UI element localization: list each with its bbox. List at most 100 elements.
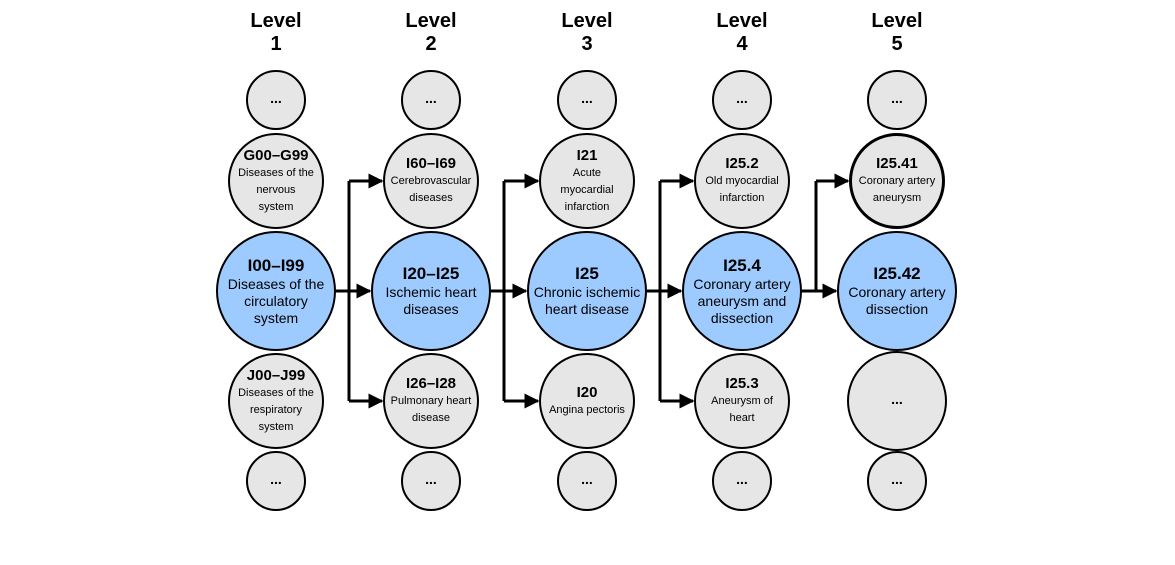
ellipsis-node: ...: [847, 351, 947, 451]
node-description: Aneurysm of heart: [707, 393, 777, 427]
node-description-line: myocardial: [560, 183, 614, 196]
node-description-line: infarction: [719, 192, 765, 204]
level-header-word: Level: [871, 10, 923, 32]
node-description: Cerebrovascular diseases: [387, 173, 476, 207]
node-code: I20–I25: [402, 264, 460, 283]
ellipsis-node: ...: [867, 70, 927, 130]
node-description-line: aneurysm: [872, 192, 922, 204]
node-description-line: Angina pectoris: [549, 403, 625, 416]
node-description-line: Coronary artery: [848, 284, 946, 300]
node-description-line: diseases: [409, 192, 453, 204]
node-description-line: Coronary artery: [693, 275, 791, 292]
node-description: Pulmonary heart disease: [387, 393, 476, 427]
node-description-line: Chronic ischemic: [533, 284, 641, 300]
ellipsis-node: ...: [712, 451, 772, 511]
ellipsis-node: ...: [246, 451, 306, 511]
ellipsis-text: ...: [581, 90, 593, 106]
node-description-line: system: [258, 200, 294, 213]
node-description-line: Coronary artery: [858, 175, 936, 187]
node-code: I25.4: [723, 255, 761, 275]
node-code: J00–J99: [246, 366, 306, 384]
node-description-line: system: [253, 309, 299, 326]
level-header-word: Level: [716, 10, 768, 32]
level-header-word: Level: [250, 10, 302, 32]
ellipsis-text: ...: [736, 90, 748, 106]
ellipsis-text: ...: [891, 391, 903, 407]
node-description-line: Cerebrovascular: [390, 175, 472, 187]
ellipsis-node: ...: [557, 70, 617, 130]
node-description: Coronary artery aneurysm: [855, 173, 939, 207]
node-code: I00–I99: [247, 255, 305, 275]
level-header-number: 4: [736, 33, 748, 55]
node-code: I60–I69: [405, 155, 457, 172]
ellipsis-text: ...: [891, 471, 903, 487]
node-code: I20: [576, 383, 598, 401]
node-code: G00–G99: [243, 146, 309, 164]
ellipsis-node: ...: [867, 451, 927, 511]
node-description-line: Diseases of the: [238, 166, 314, 179]
node-description: Diseases of the nervous system: [234, 165, 318, 216]
ellipsis-text: ...: [581, 471, 593, 487]
node-description-line: heart: [729, 412, 755, 424]
ellipsis-text: ...: [425, 90, 437, 106]
node-code: I25.42: [873, 264, 921, 283]
ellipsis-node: ...: [557, 451, 617, 511]
level-header-number: 3: [581, 33, 593, 55]
ellipsis-text: ...: [270, 471, 282, 487]
node-description-line: nervous: [256, 183, 296, 196]
node-description-line: Aneurysm of: [711, 395, 773, 407]
node-code: I25.2: [725, 155, 759, 172]
ellipsis-text: ...: [270, 90, 282, 106]
node-description-line: dissection: [865, 301, 929, 317]
ellipsis-node: ...: [712, 70, 772, 130]
level-header-number: 5: [891, 33, 903, 55]
ellipsis-text: ...: [891, 90, 903, 106]
ellipsis-node: ...: [401, 70, 461, 130]
node-description-line: disease: [412, 412, 450, 424]
ellipsis-node: ...: [246, 70, 306, 130]
node-description-line: Ischemic heart: [385, 284, 477, 300]
level-header-number: 1: [270, 33, 282, 55]
node-description-line: Pulmonary heart: [390, 395, 472, 407]
node-description: Angina pectoris: [545, 402, 629, 419]
level-header-word: Level: [405, 10, 457, 32]
node-code: I25: [575, 264, 599, 283]
node-description-line: diseases: [403, 301, 459, 317]
node-code: I26–I28: [405, 375, 457, 392]
level-header-word: Level: [561, 10, 613, 32]
node-description-line: dissection: [710, 309, 774, 326]
ellipsis-text: ...: [425, 471, 437, 487]
node-description-line: respiratory: [250, 403, 302, 416]
node-description-line: infarction: [564, 200, 610, 213]
node-description-line: aneurysm and: [697, 292, 787, 309]
node-description-line: circulatory: [244, 292, 308, 309]
node-description-line: Diseases of the: [238, 386, 314, 399]
node-description-line: Diseases of the: [227, 275, 325, 292]
